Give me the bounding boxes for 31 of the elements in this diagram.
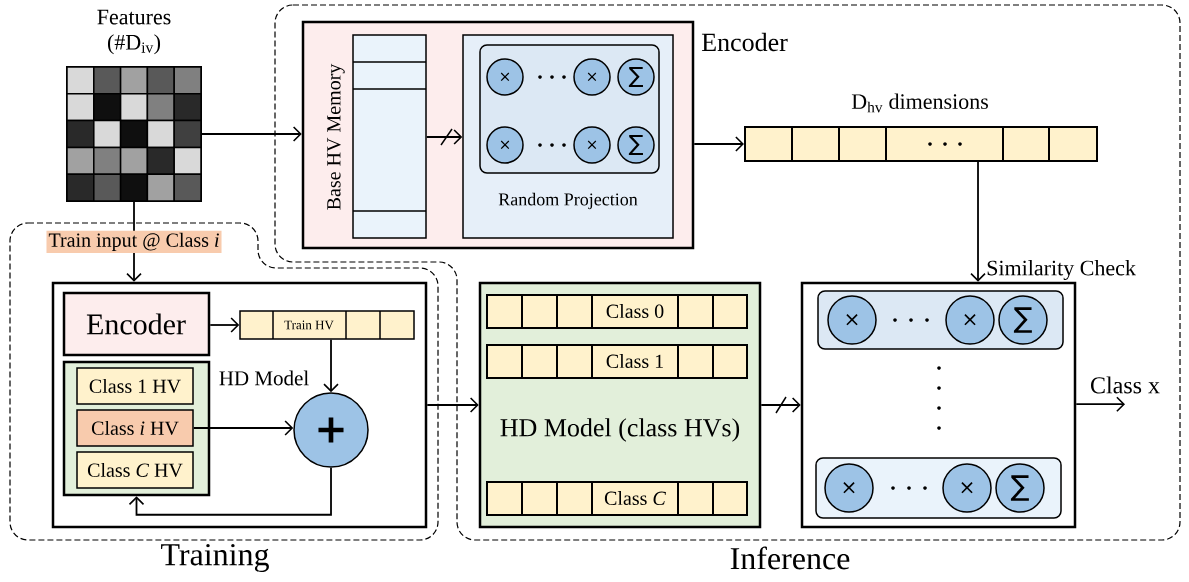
box-label: Class i HV (91, 420, 179, 436)
edge-label: Train input @ Class i (46, 230, 222, 253)
arrow (192, 420, 294, 436)
arrow (425, 128, 463, 146)
memory-label: Base HV Memory (327, 63, 345, 210)
hypervector: Train HV (239, 310, 415, 340)
arrow (970, 161, 986, 282)
box-label: Random Projection (498, 192, 638, 210)
arrow (201, 126, 302, 142)
class-hypervector: Class 0 (486, 294, 748, 329)
output-label: Class x (1091, 376, 1160, 394)
arrow (693, 136, 744, 152)
arrow (323, 338, 339, 393)
arrow (1075, 396, 1125, 412)
vector-title: D$_{hv}$ dimensions (851, 93, 988, 113)
region-title: Training (161, 543, 269, 573)
box-label: Class C HV (87, 462, 183, 478)
grid-title: Features (#D$_{iv}$) (97, 9, 171, 55)
class-hypervector: Class C (486, 481, 748, 516)
arrow (128, 466, 332, 516)
class-hypervector: Class 1 (486, 344, 748, 379)
arrow (760, 396, 801, 414)
box-label: Class 1 HV (89, 378, 181, 394)
region-title: Inference (730, 546, 850, 570)
box-title: HD Model (219, 370, 309, 386)
box-title: Similarity Check (987, 260, 1136, 280)
box-label: Encoder (86, 313, 186, 335)
arrow (426, 397, 479, 413)
arrow (209, 317, 240, 333)
section-title: Encoder (701, 32, 788, 52)
box-label: HD Model (class HVs) (500, 418, 740, 442)
